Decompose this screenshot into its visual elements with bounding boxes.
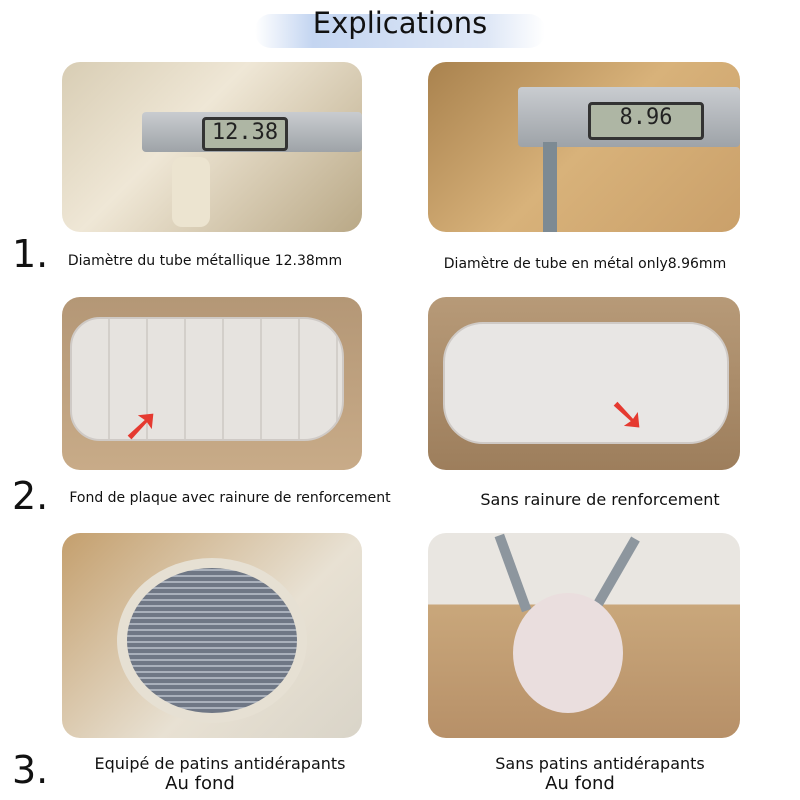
photo-foot-without-pad (428, 533, 740, 738)
photo-plate-with-ribs: ➚ (62, 297, 362, 470)
caliper-display: 8.96 (588, 102, 704, 140)
caliper-display: 12.38 (202, 117, 288, 151)
caption: Sans rainure de renforcement (480, 490, 720, 509)
row-number: 1. (12, 232, 49, 276)
title-brush-decoration (255, 14, 545, 48)
caption: Fond de plaque avec rainure de renforcem… (69, 490, 391, 506)
red-arrow-icon: ➘ (608, 387, 647, 441)
caption: Equipé de patins antidérapants (94, 754, 346, 773)
row-number: 3. (12, 748, 49, 792)
photo-non-slip-pad (62, 533, 362, 738)
caption: Sans patins antidérapants (495, 754, 705, 773)
photo-caliper-thick-tube: 12.38 (62, 62, 362, 232)
page-title: Explications (312, 6, 488, 40)
photo-plate-without-ribs: ➘ (428, 297, 740, 470)
caption: Diamètre du tube métallique 12.38mm (67, 253, 343, 269)
caption: Au fond (165, 773, 235, 794)
caption: Diamètre de tube en métal only8.96mm (443, 256, 727, 272)
row-number: 2. (12, 474, 49, 518)
red-arrow-icon: ➚ (122, 397, 161, 451)
photo-caliper-thin-tube: 8.96 (428, 62, 740, 232)
caption: Au fond (545, 773, 615, 794)
